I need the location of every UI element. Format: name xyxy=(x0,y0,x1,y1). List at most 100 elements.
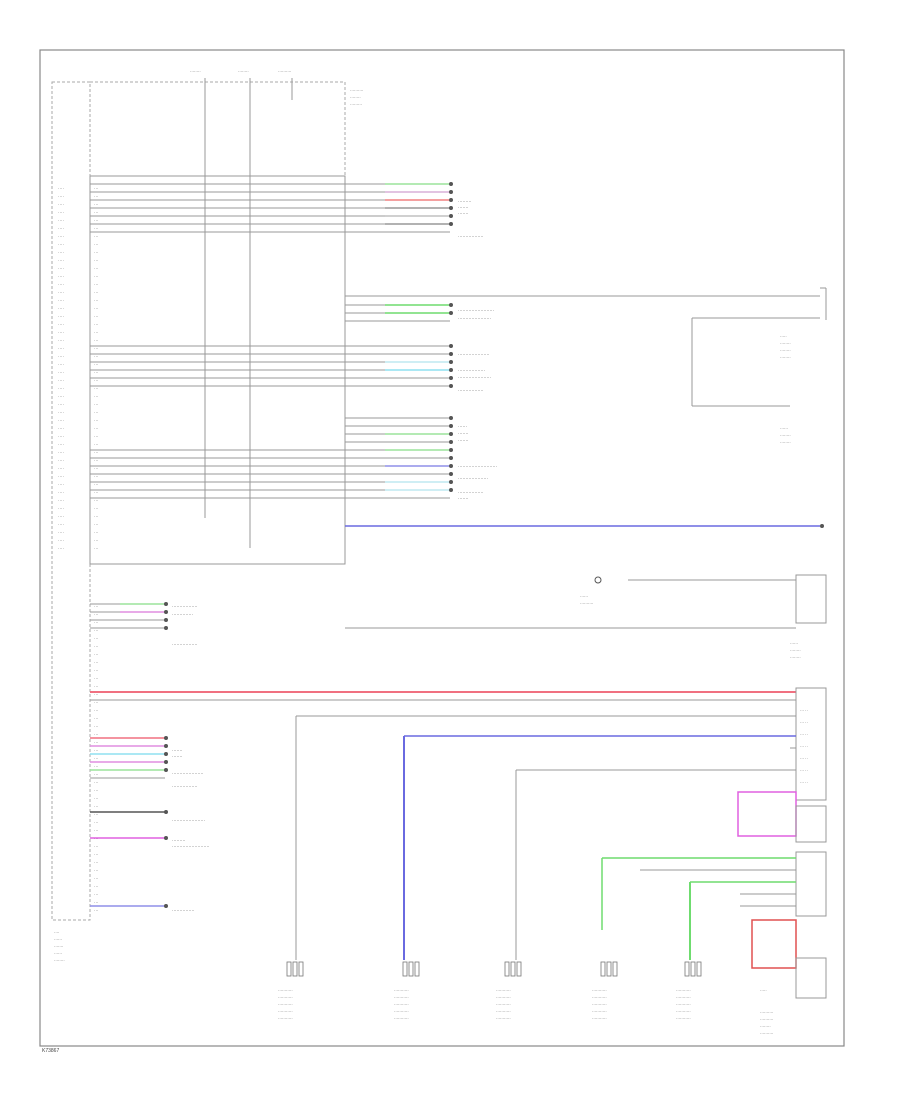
ecu-pin-label: ···· xyxy=(58,538,64,543)
ecu-pin-label: ···· xyxy=(58,378,64,383)
ecu-pin-number: ··· xyxy=(94,402,99,407)
ecu-pin-number: ··· xyxy=(94,330,99,335)
ecu-pin-label: ···· xyxy=(58,386,64,391)
wire-group-lower-left xyxy=(90,603,165,629)
bottom-sensors: ··········· ··········· ··········· ·······… xyxy=(278,961,702,1021)
ecu-pin-label: ···· xyxy=(58,442,64,447)
svg-text:··························: ·························· xyxy=(458,464,497,469)
ecu-pin-number: ··· xyxy=(94,426,99,431)
ecu-pin-label: ···· xyxy=(58,434,64,439)
svg-text:·················: ················· xyxy=(172,642,197,647)
ecu-pin-label: ···· xyxy=(58,314,64,319)
ecu-pin-number: ··· xyxy=(94,210,99,215)
ecu-pin-number: ··· xyxy=(94,604,99,609)
ecu-pin-number: ··· xyxy=(94,748,99,753)
ecu-pin-label: ···· xyxy=(58,210,64,215)
ecu-pin-label: ···· xyxy=(58,330,64,335)
ecu-pin-number: ··· xyxy=(94,234,99,239)
wire-group-4 xyxy=(90,417,450,499)
ecu-pin-label: ···· xyxy=(58,338,64,343)
svg-text:·······: ······· xyxy=(458,211,469,216)
svg-text:·······: ······· xyxy=(458,438,469,443)
svg-text:··········: ·········· xyxy=(760,1010,773,1015)
connector-right-3 xyxy=(795,805,827,843)
ecu-pin-number: ··· xyxy=(94,386,99,391)
ecu-pin-number: ··· xyxy=(94,514,99,519)
svg-text:········: ········ xyxy=(790,655,801,660)
svg-text:········: ········ xyxy=(190,69,201,74)
ecu-pin-number: ··· xyxy=(94,732,99,737)
svg-text:························: ························ xyxy=(458,308,494,313)
ecu-pin-label: ···· xyxy=(58,546,64,551)
ecu-pin-number: ··· xyxy=(94,266,99,271)
connector-right-2 xyxy=(795,687,827,801)
svg-text:········: ········ xyxy=(760,1024,771,1029)
ecu-pin-label: ···· xyxy=(58,498,64,503)
svg-text:········: ········ xyxy=(54,958,65,963)
svg-text:···········: ··········· xyxy=(676,988,691,993)
ecu-pin-label: ···· xyxy=(58,450,64,455)
ecu-pin-label: ···· xyxy=(58,458,64,463)
ecu-pin-number: ··· xyxy=(94,442,99,447)
ecu-pin-label: ···· xyxy=(58,410,64,415)
svg-text:········: ········ xyxy=(780,348,791,353)
svg-text:···········: ··········· xyxy=(278,1016,293,1021)
svg-text:··········: ·········· xyxy=(760,1031,773,1036)
svg-text:·····················: ····················· xyxy=(172,771,203,776)
ecu-pin-number: ··· xyxy=(94,498,99,503)
svg-text:···········: ··········· xyxy=(676,1016,691,1021)
svg-text:······: ······ xyxy=(780,426,788,431)
ecu-pin-number: ··· xyxy=(94,482,99,487)
svg-text:·····················: ····················· xyxy=(458,352,489,357)
ecu-pin-label: ···· xyxy=(58,362,64,367)
svg-text:·························: ························· xyxy=(172,844,209,849)
ecu-pin-label: ···· xyxy=(58,282,64,287)
svg-text:····: ···· xyxy=(54,930,59,935)
ecu-pin-number: ··· xyxy=(94,868,99,873)
ecu-pin-number: ··· xyxy=(94,740,99,745)
svg-text:·················: ················· xyxy=(458,234,483,239)
ecu-pin-number: ··· xyxy=(94,450,99,455)
svg-text:········: ········ xyxy=(780,355,791,360)
svg-text:··· ··: ··· ·· xyxy=(800,744,808,749)
wire-group-2 xyxy=(345,287,827,407)
ecu-pin-number: ··· xyxy=(94,274,99,279)
ecu-pin-number: ··· xyxy=(94,844,99,849)
ecu-pin-number: ··· xyxy=(94,812,99,817)
ecu-pin-label: ···· xyxy=(58,226,64,231)
svg-text:··················: ·················· xyxy=(458,368,485,373)
ecu-pin-number: ··· xyxy=(94,242,99,247)
ecu-pin-number: ··· xyxy=(94,202,99,207)
ecu-pin-label: ···· xyxy=(58,346,64,351)
svg-text:·········: ········· xyxy=(350,102,362,107)
ecu-pin-label: ···· xyxy=(58,274,64,279)
ecu-pin-label: ···· xyxy=(58,290,64,295)
ecu-pin-number: ··· xyxy=(94,258,99,263)
svg-text:···········: ··········· xyxy=(496,1009,511,1014)
ecu-pin-number: ··· xyxy=(94,546,99,551)
diagram-frame xyxy=(39,49,845,1047)
ecu-pin-label: ···· xyxy=(58,426,64,431)
ecu-pin-number: ··· xyxy=(94,628,99,633)
svg-text:···········: ··········· xyxy=(496,1016,511,1021)
ecu-pin-label: ···· xyxy=(58,234,64,239)
ecu-pin-number: ··· xyxy=(94,290,99,295)
ecu-pin-number: ··· xyxy=(94,186,99,191)
ecu-pin-number: ··· xyxy=(94,338,99,343)
svg-text:·····: ····· xyxy=(780,334,787,339)
svg-text:·················: ················· xyxy=(458,490,483,495)
svg-text:········: ········ xyxy=(780,440,791,445)
ecu-pin-number: ··· xyxy=(94,884,99,889)
wire-group-3 xyxy=(90,345,450,387)
svg-text:·······: ······· xyxy=(458,431,469,436)
ecu-pin-number: ··· xyxy=(94,354,99,359)
ecu-pin-number: ··· xyxy=(94,668,99,673)
ecu-pin-number: ··· xyxy=(94,620,99,625)
ecu-pin-number: ··· xyxy=(94,378,99,383)
ecu-pin-label: ···· xyxy=(58,530,64,535)
svg-text:···········: ··········· xyxy=(592,1009,607,1014)
ecu-pin-number: ··· xyxy=(94,466,99,471)
ecu-pin-number: ··· xyxy=(94,410,99,415)
ecu-pin-label: ···· xyxy=(58,474,64,479)
ecu-pin-number: ··· xyxy=(94,652,99,657)
